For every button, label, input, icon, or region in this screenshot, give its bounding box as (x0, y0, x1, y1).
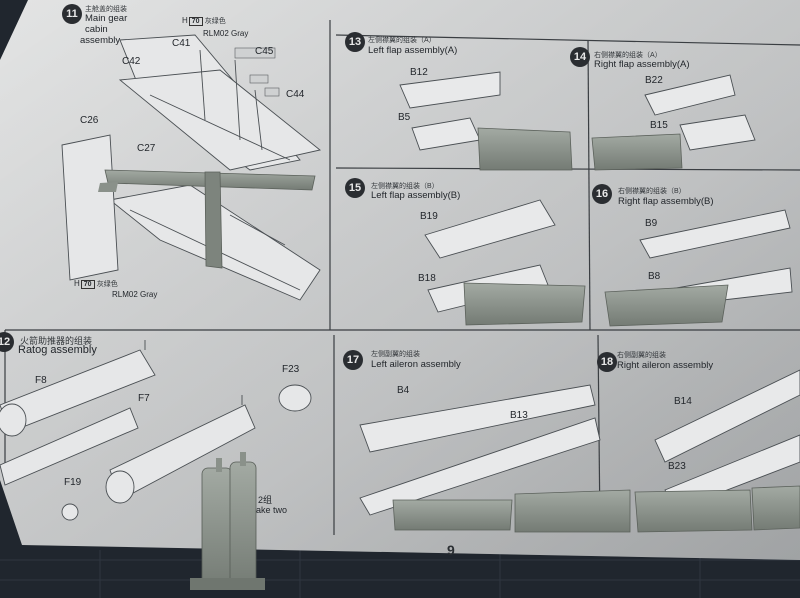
part-c41: C41 (172, 38, 191, 49)
color-callout-bottom-cn: 灰绿色 (96, 281, 118, 288)
step-12-title: Ratog assembly (18, 344, 97, 356)
part-c26: C26 (80, 115, 99, 126)
mat-grid (0, 550, 800, 598)
part-b8: B8 (648, 271, 661, 282)
right-flap-a-drawing (644, 74, 756, 151)
plastic-part-left-flap-a (477, 127, 573, 171)
plastic-part-left-flap-b (463, 282, 586, 326)
color-callout-top-cn: 灰绿色 (204, 18, 226, 25)
step-16-number: 16 (592, 184, 612, 204)
step-17-cn-title: 左侧副翼的组装 (371, 351, 420, 358)
part-b22: B22 (645, 75, 663, 86)
panel-borders (4, 20, 800, 535)
page-number: 9 (447, 542, 455, 558)
step-18-number: 18 (597, 352, 617, 372)
step-11-cn-title: 主舱盖的组装 (85, 6, 127, 13)
part-b5: B5 (398, 112, 411, 123)
step-18-title: Right aileron assembly (617, 360, 714, 371)
step-11-number: 11 (62, 4, 82, 24)
step-17-number: 17 (343, 350, 363, 370)
color-callout-bottom-letter: H (74, 279, 80, 288)
part-f23: F23 (282, 364, 300, 375)
part-b12: B12 (410, 67, 428, 78)
part-b14: B14 (674, 396, 692, 407)
color-callout-top-letter: H (182, 16, 188, 25)
plastic-part-right-aileron (634, 485, 800, 533)
step-11-title-line3: assembly (80, 35, 121, 46)
part-c45: C45 (255, 46, 274, 57)
step-13-title: Left flap assembly(A) (368, 45, 458, 56)
step-12-number: 12 (0, 332, 14, 352)
part-c42: C42 (122, 56, 141, 67)
ratog-drawing (0, 340, 312, 521)
part-b18: B18 (418, 273, 436, 284)
part-b19: B19 (420, 211, 438, 222)
step-12-cn-title: 火箭助推器的组装 (20, 336, 93, 346)
part-b4: B4 (397, 385, 410, 396)
color-callout-top-code: 70 (188, 17, 203, 26)
color-callout-bottom-code: 70 (80, 280, 95, 289)
part-f19: F19 (64, 477, 82, 488)
step-14-number: 14 (570, 47, 590, 67)
step-17-title: Left aileron assembly (371, 359, 461, 370)
step-14-title: Right flap assembly(A) (594, 59, 690, 70)
plastic-part-right-flap-a (591, 133, 683, 171)
part-c27: C27 (137, 143, 156, 154)
part-b9: B9 (645, 218, 658, 229)
part-f8: F8 (35, 375, 47, 386)
color-callout-top-name: RLM02 Gray (203, 29, 249, 38)
step-14-cn-title: 右侧襟翼的组装（A） (594, 52, 662, 59)
step-16-cn-title: 右侧襟翼的组装（B） (618, 188, 686, 195)
step-15-number: 15 (345, 178, 365, 198)
part-b15: B15 (650, 120, 668, 131)
left-aileron-drawing (359, 384, 601, 516)
part-b13: B13 (510, 410, 528, 421)
step-15-cn-title: 左侧襟翼的组装（B） (371, 183, 439, 190)
step-13-number: 13 (345, 32, 365, 52)
partial-text-line2: ake two (256, 505, 288, 515)
step-11-title-line2: cabin (85, 24, 108, 35)
left-flap-a-drawing (399, 71, 501, 151)
step-18-cn-title: 右侧副翼的组装 (617, 352, 666, 359)
partial-text-line1: 2组 (258, 495, 273, 505)
part-b23: B23 (668, 461, 686, 472)
part-c44: C44 (286, 89, 305, 100)
plastic-part-ratog-sprue (190, 452, 265, 590)
part-f7: F7 (138, 393, 150, 404)
color-callout-bottom-name: RLM02 Gray (112, 290, 158, 299)
step-16-title: Right flap assembly(B) (618, 196, 714, 207)
plastic-part-left-aileron (392, 489, 631, 533)
plastic-part-cabin (98, 169, 316, 269)
step-11-title-line1: Main gear (85, 13, 128, 24)
step-13-cn-title: 左侧襟翼的组装（A） (368, 37, 436, 44)
plastic-part-right-flap-b (604, 284, 729, 327)
step-15-title: Left flap assembly(B) (371, 190, 461, 201)
